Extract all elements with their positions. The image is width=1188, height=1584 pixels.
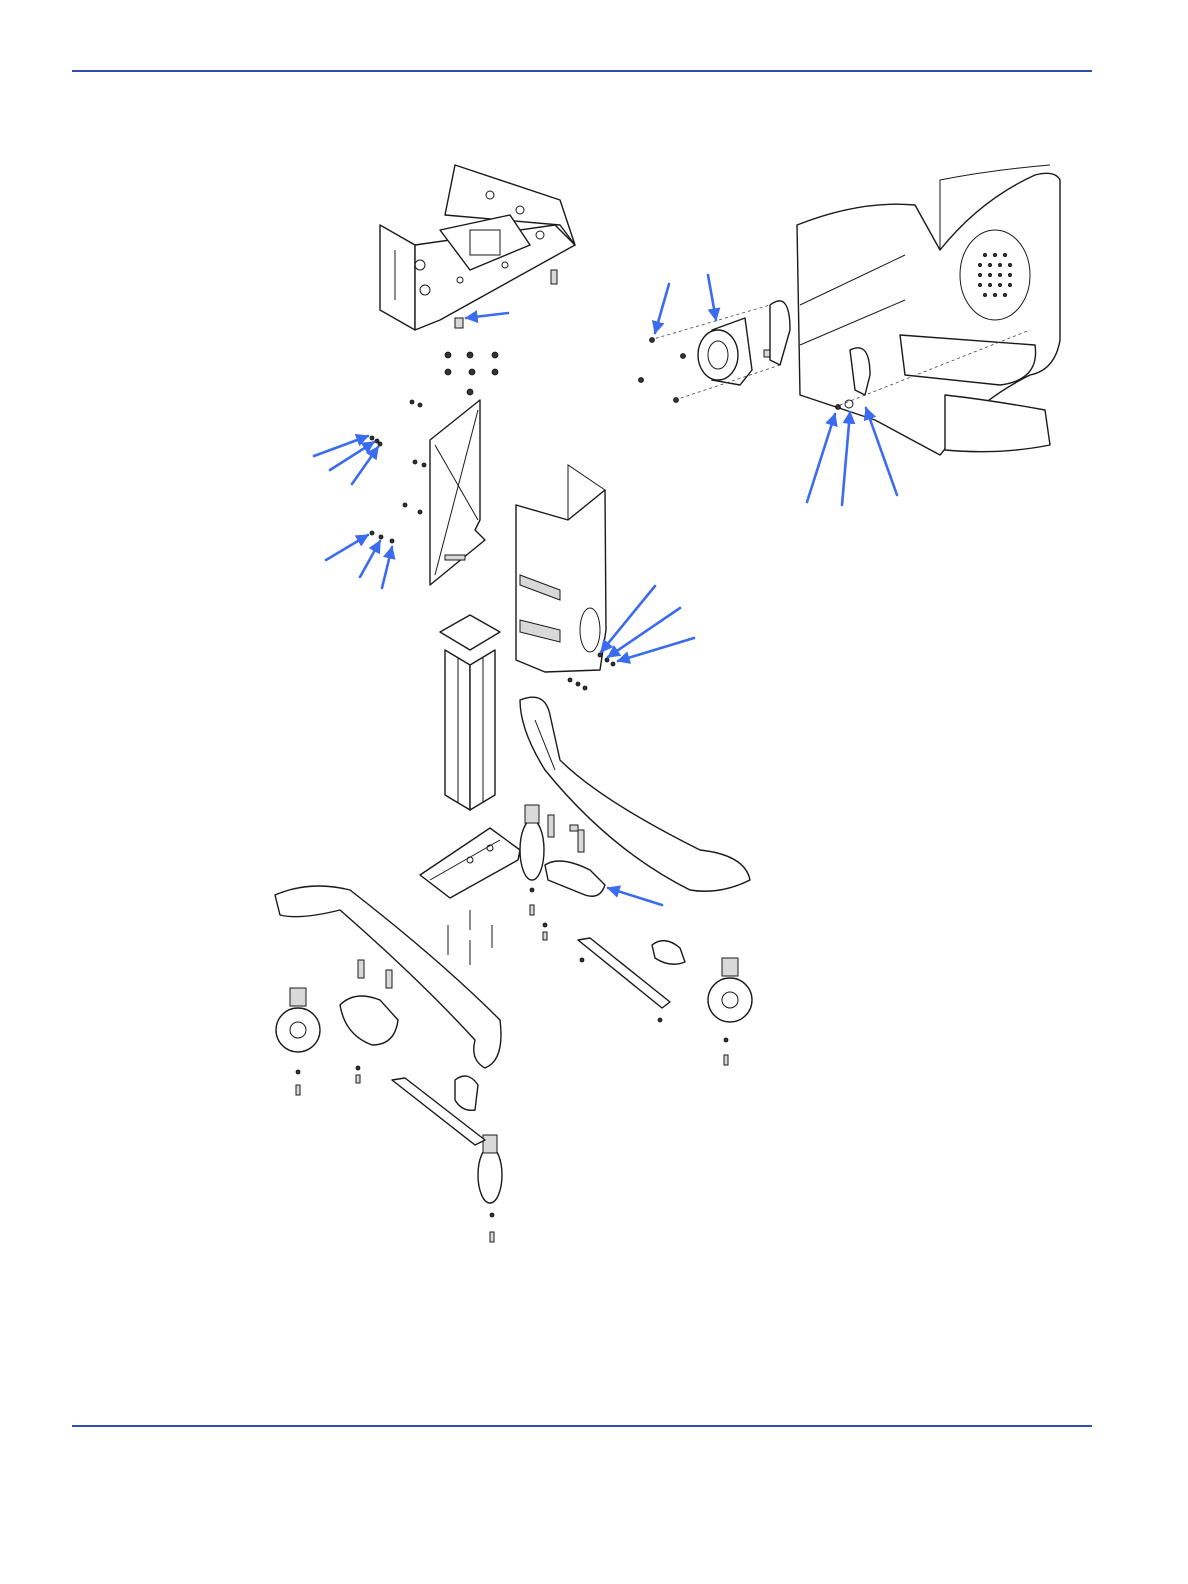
callout-arrow <box>608 608 680 657</box>
callout-arrow <box>326 535 368 560</box>
caster-front-left <box>520 805 544 880</box>
callout-arrow <box>330 442 374 470</box>
callout-arrow <box>708 275 716 320</box>
callout-arrow <box>314 436 368 456</box>
lift-column <box>440 615 500 810</box>
callout-arrow <box>382 547 392 588</box>
callout-arrow <box>608 888 662 905</box>
callout-arrow <box>466 313 508 318</box>
brake-pedal-rear <box>340 996 398 1045</box>
column-cover <box>516 465 615 690</box>
cart-body <box>797 165 1060 455</box>
base-plate <box>420 828 520 965</box>
caster-rear-left <box>276 988 320 1052</box>
top-mount-bracket <box>380 165 575 330</box>
callout-arrow <box>842 412 850 505</box>
caster-rear-right <box>478 1135 502 1203</box>
rear-panel <box>430 400 485 585</box>
callout-arrow <box>655 284 669 333</box>
brake-pedal-front <box>545 861 605 896</box>
callout-arrow <box>807 414 835 502</box>
callout-arrow <box>360 541 380 577</box>
caster-front-right <box>708 958 752 1022</box>
rear-panel-screws <box>370 400 426 543</box>
